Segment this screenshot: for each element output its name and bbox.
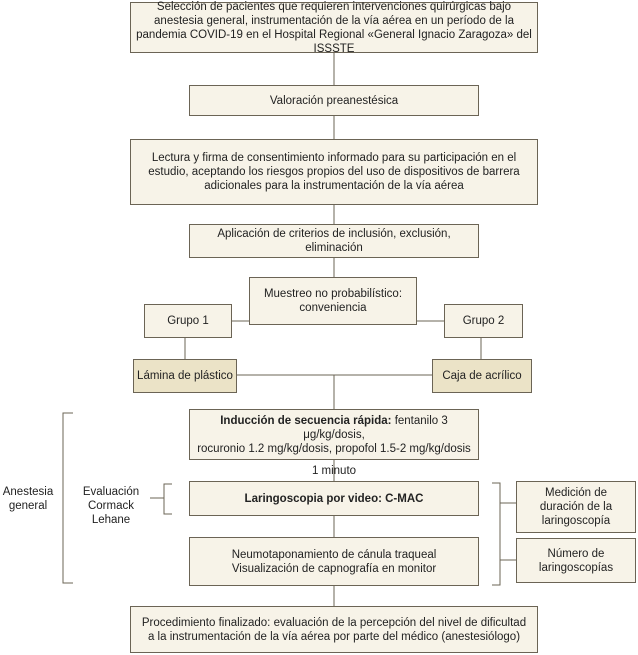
evaluacion-line-1: Evaluación <box>82 486 140 498</box>
anestesia-line-1: Anestesia <box>2 486 54 498</box>
valoracion-text: Valoración preanestésica <box>269 94 399 107</box>
seleccion-text: Selección de pacientes que requieren int… <box>136 0 532 55</box>
box-grupo2: Grupo 2 <box>444 304 523 338</box>
induccion-line-1: Inducción de secuencia rápida: fentanilo… <box>190 414 478 442</box>
box-procedimiento: Procedimiento finalizado: evaluación de … <box>130 606 538 653</box>
box-criterios: Aplicación de criterios de inclusión, ex… <box>189 224 479 258</box>
box-valoracion: Valoración preanestésica <box>189 85 479 116</box>
evaluacion-line-2: Cormack Lehane <box>87 500 134 526</box>
induccion-rest: fentanilo 3 μg/kg/dosis, <box>303 414 448 441</box>
box-grupo1: Grupo 1 <box>144 304 232 338</box>
label-anestesia-general: Anestesia general <box>0 485 56 513</box>
box-medicion: Medición de duración de la laringoscopía <box>516 481 636 533</box>
neumo-line-1: Neumotaponamiento de cánula traqueal <box>231 548 437 561</box>
lectura-text: Lectura y firma de consentimiento inform… <box>148 152 520 192</box>
grupo2-text: Grupo 2 <box>462 315 505 327</box>
neumo-line-2: Visualización de capnografía en monitor <box>231 562 437 575</box>
box-laringoscopia: Laringoscopia por video: C-MAC <box>189 481 479 516</box>
numero-text: Número de laringoscopías <box>538 547 614 574</box>
box-induccion: Inducción de secuencia rápida: fentanilo… <box>189 409 479 460</box>
induccion-line-2: rocuronio 1.2 mg/kg/dosis, propofol 1.5-… <box>197 442 471 455</box>
induccion-bold: Inducción de secuencia rápida: <box>220 414 392 427</box>
label-minuto: 1 minuto <box>311 465 357 477</box>
box-lectura: Lectura y firma de consentimiento inform… <box>130 139 538 205</box>
laringoscopia-text: Laringoscopia por video: C-MAC <box>244 492 424 505</box>
muestreo-line-1: Muestreo no probabilístico: <box>263 288 403 300</box>
criterios-text: Aplicación de criterios de inclusión, ex… <box>217 228 451 254</box>
muestreo-line-2: conveniencia <box>299 302 367 314</box>
box-muestreo: Muestreo no probabilístico: conveniencia <box>249 277 417 325</box>
caja-text: Caja de acrílico <box>442 370 522 382</box>
procedimiento-text: Procedimiento finalizado: evaluación de … <box>141 616 527 643</box>
grupo1-text: Grupo 1 <box>167 315 209 327</box>
box-caja: Caja de acrílico <box>432 359 532 393</box>
box-numero: Número de laringoscopías <box>516 538 636 583</box>
label-evaluacion: Evaluación Cormack Lehane <box>70 485 152 527</box>
box-neumotaponamiento: Neumotaponamiento de cánula traqueal Vis… <box>189 537 479 586</box>
medicion-text: Medición de duración de la laringoscopía <box>539 487 613 527</box>
box-seleccion: Selección de pacientes que requieren int… <box>130 0 538 55</box>
lamina-text: Lámina de plástico <box>137 370 233 382</box>
box-lamina: Lámina de plástico <box>133 359 237 393</box>
anestesia-line-2: general <box>8 500 48 512</box>
